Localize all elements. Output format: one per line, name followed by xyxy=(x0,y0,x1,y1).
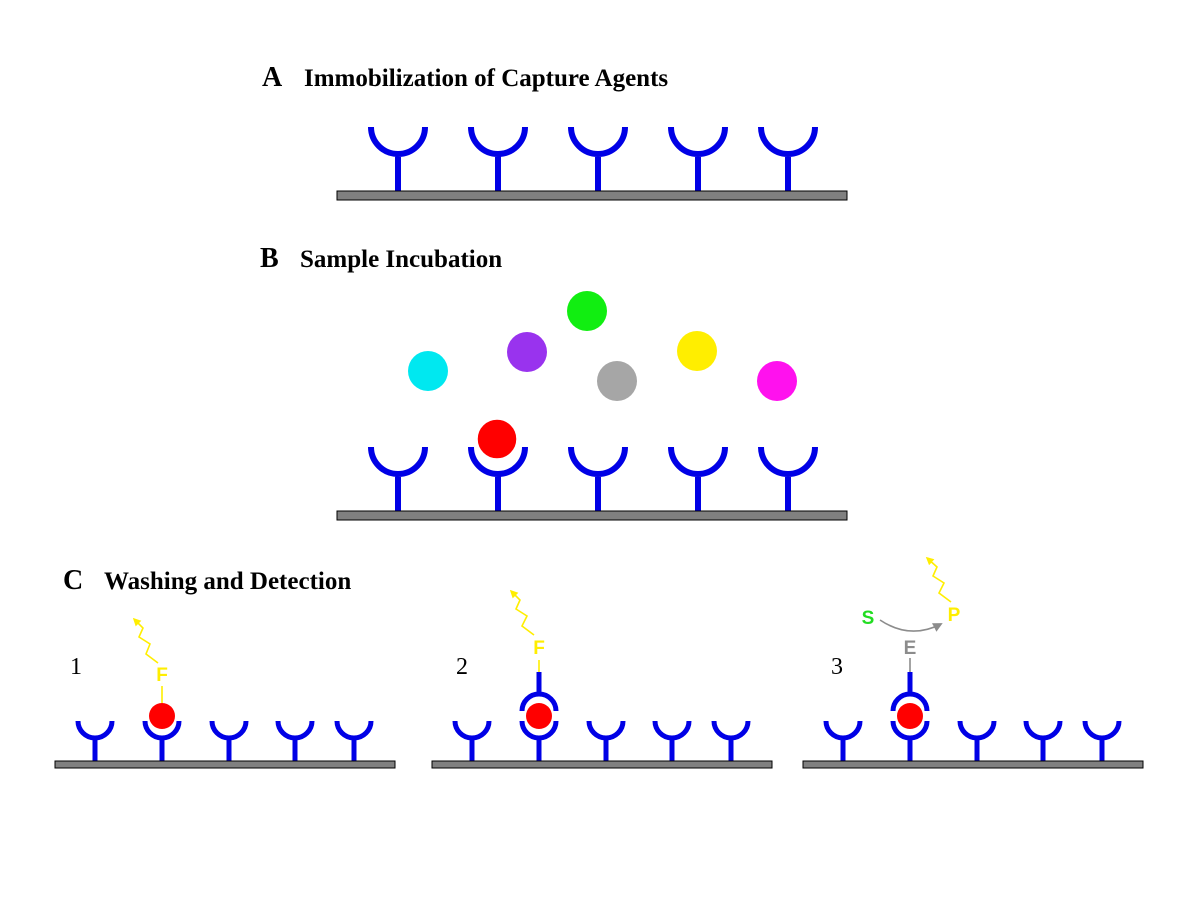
solid-surface xyxy=(802,760,1144,769)
substrate-label: S xyxy=(862,608,875,629)
capture-antibody xyxy=(1082,720,1122,762)
capture-antibody xyxy=(468,126,528,192)
panel-b-title: Sample Incubation xyxy=(300,246,502,273)
panel-a-antibodies xyxy=(368,126,818,192)
analyte-yellow xyxy=(677,331,717,371)
panel-b-antibodies xyxy=(368,446,818,512)
emission-arrow xyxy=(132,617,159,664)
capture-antibody xyxy=(668,446,728,512)
variant-1-number: 1 xyxy=(70,654,82,680)
capture-antibody xyxy=(275,720,315,762)
panel-c-variant-2: 2 F xyxy=(431,589,773,769)
detection-antibody xyxy=(519,672,559,712)
bound-target-molecule xyxy=(476,418,518,460)
capture-antibody xyxy=(334,720,374,762)
emission-arrow xyxy=(925,556,952,603)
fluorophore-label: F xyxy=(533,638,545,659)
bound-target-molecule xyxy=(526,703,552,729)
capture-antibody xyxy=(668,126,728,192)
bound-target-molecule xyxy=(897,703,923,729)
solid-surface xyxy=(336,510,848,521)
capture-antibody xyxy=(957,720,997,762)
capture-antibody xyxy=(823,720,863,762)
variant-2-number: 2 xyxy=(456,654,468,680)
capture-antibody xyxy=(568,446,628,512)
capture-antibody xyxy=(711,720,751,762)
emission-arrow xyxy=(509,589,535,636)
variant-2-antibodies xyxy=(452,720,751,762)
capture-antibody xyxy=(75,720,115,762)
capture-antibody xyxy=(368,126,428,192)
capture-antibody xyxy=(209,720,249,762)
panel-c-letter: C xyxy=(63,565,83,596)
conversion-arrow xyxy=(879,619,943,632)
capture-antibody xyxy=(452,720,492,762)
analyte-green xyxy=(567,291,607,331)
variant-3-number: 3 xyxy=(831,654,843,680)
analyte-cyan xyxy=(408,351,448,391)
panel-b: B Sample Incubation xyxy=(260,243,848,521)
analyte-magenta xyxy=(757,361,797,401)
panel-c-variant-3: 3 E S P xyxy=(802,556,1144,769)
solid-surface xyxy=(431,760,773,769)
capture-antibody xyxy=(368,446,428,512)
panel-c-variant-1: 1 F xyxy=(54,617,396,769)
capture-antibody xyxy=(142,720,182,762)
analyte-gray xyxy=(597,361,637,401)
capture-antibody xyxy=(652,720,692,762)
capture-antibody xyxy=(758,126,818,192)
capture-antibody xyxy=(1023,720,1063,762)
panel-c: C Washing and Detection 1 F 2 xyxy=(54,556,1144,769)
fluorophore-label: F xyxy=(156,665,168,686)
capture-antibody xyxy=(586,720,626,762)
variant-3-antibodies xyxy=(823,720,1122,762)
product-label: P xyxy=(948,605,961,626)
panel-c-title: Washing and Detection xyxy=(104,568,351,595)
panel-a-letter: A xyxy=(262,62,283,93)
capture-antibody xyxy=(890,720,930,762)
panel-a: A Immobilization of Capture Agents xyxy=(262,62,848,201)
detection-antibody xyxy=(890,672,930,712)
analyte-purple xyxy=(507,332,547,372)
solid-surface xyxy=(54,760,396,769)
panel-a-title: Immobilization of Capture Agents xyxy=(304,65,668,92)
panel-b-letter: B xyxy=(260,243,279,274)
capture-antibody xyxy=(758,446,818,512)
variant-1-antibodies xyxy=(75,720,374,762)
enzyme-label: E xyxy=(904,638,917,659)
capture-antibody xyxy=(519,720,559,762)
capture-antibody xyxy=(468,446,528,512)
solid-surface xyxy=(336,190,848,201)
analyte-molecules xyxy=(408,291,797,401)
bound-target-molecule xyxy=(149,703,175,729)
capture-antibody xyxy=(568,126,628,192)
